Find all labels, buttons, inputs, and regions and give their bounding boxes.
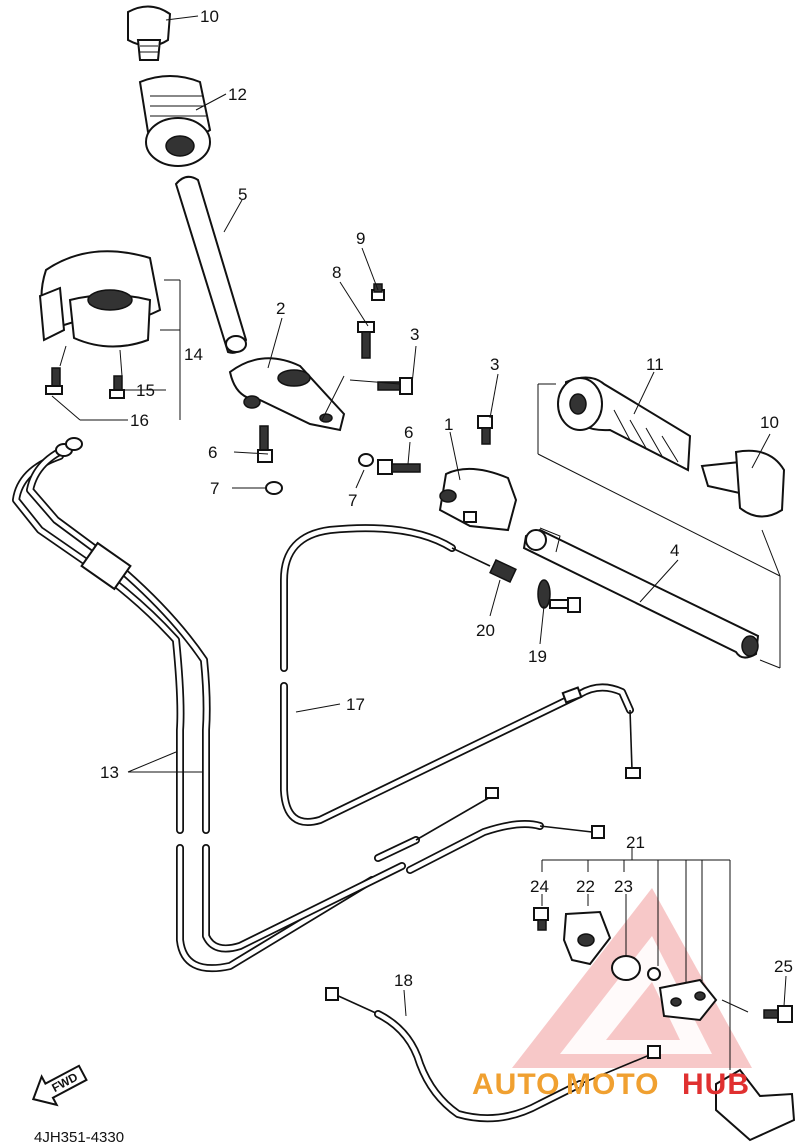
callout-15: 15 (136, 381, 155, 400)
watermark-moto: MOTO (566, 1068, 659, 1101)
leader-lines (51, 15, 787, 1017)
callout-10-right: 10 (760, 413, 779, 432)
callout-21: 21 (626, 833, 645, 852)
callout-2: 2 (276, 299, 285, 318)
bolt-9 (371, 283, 385, 301)
clamp-7a (265, 481, 283, 495)
bolt-3b (477, 415, 493, 445)
callout-5: 5 (238, 185, 247, 204)
callout-23: 23 (614, 877, 633, 896)
callout-17: 17 (346, 695, 365, 714)
washer-23 (611, 955, 641, 981)
callout-18: 18 (394, 971, 413, 990)
grip-end-right (700, 449, 786, 518)
clamp-7b (358, 453, 374, 467)
switch-left (38, 250, 162, 348)
callout-25: 25 (774, 957, 793, 976)
cables-13 (12, 437, 605, 973)
callout-19: 19 (528, 647, 547, 666)
callout-6a: 6 (208, 443, 217, 462)
callout-8: 8 (332, 263, 341, 282)
callout-11: 11 (646, 355, 664, 374)
callout-24: 24 (530, 877, 549, 896)
watermark-auto: AUTO (472, 1068, 560, 1101)
callout-3a: 3 (410, 325, 419, 344)
switch-22 (562, 910, 612, 966)
callout-labels: 10 12 5 9 8 2 3 14 15 16 6 7 3 1 6 7 11 … (100, 7, 793, 990)
callout-7a: 7 (210, 479, 219, 498)
callout-4: 4 (670, 541, 679, 560)
grip-left (138, 75, 212, 167)
screw-15 (109, 375, 125, 399)
cable-18 (325, 987, 661, 1123)
grip-right (557, 376, 692, 472)
switch-right (438, 467, 518, 532)
handlebar-right (522, 527, 760, 659)
callout-22: 22 (576, 877, 595, 896)
callout-14: 14 (184, 345, 203, 364)
drawing-code: 4JH351-4330 (34, 1129, 124, 1146)
bolt-25 (763, 1005, 793, 1023)
cable-17 (280, 524, 641, 826)
callout-10-left: 10 (200, 7, 219, 26)
bolt-8 (357, 321, 375, 359)
handlebar-left (174, 175, 248, 354)
bracket-switch (647, 967, 796, 1142)
fwd-arrow-icon (31, 1064, 88, 1107)
screw-16 (45, 367, 63, 395)
callout-16: 16 (130, 411, 149, 430)
bolt-6a (257, 425, 273, 463)
callout-13: 13 (100, 763, 119, 782)
callout-12: 12 (228, 85, 247, 104)
callout-1: 1 (444, 415, 453, 434)
handlebar-holder (228, 357, 346, 432)
adjuster-19 (537, 579, 581, 613)
bolt-3a (377, 377, 413, 395)
grip-end-left (127, 5, 172, 61)
callout-7b: 7 (348, 491, 357, 510)
bolt-6b (377, 459, 421, 475)
bracket-lines-right (537, 383, 781, 669)
callout-20: 20 (476, 621, 495, 640)
watermark-text: AUTO MOTO HUB (472, 1068, 750, 1101)
callout-6b: 6 (404, 423, 413, 442)
callout-9: 9 (356, 229, 365, 248)
callout-3b: 3 (490, 355, 499, 374)
watermark-hub: HUB (682, 1068, 750, 1101)
screw-24 (533, 907, 549, 931)
